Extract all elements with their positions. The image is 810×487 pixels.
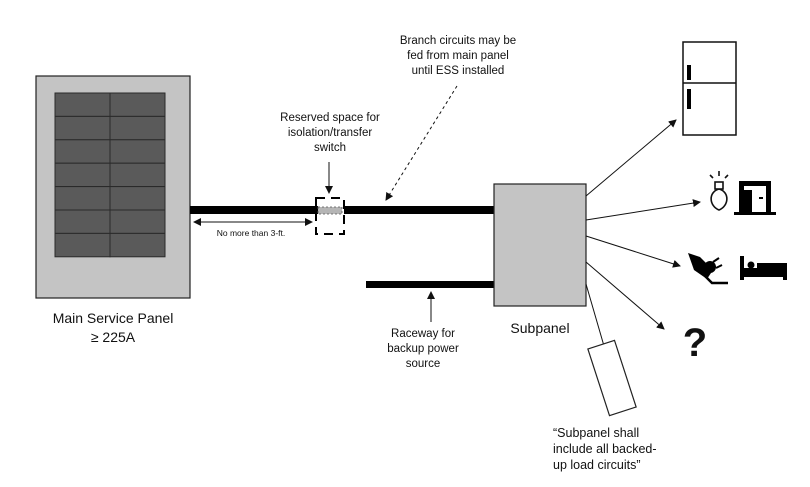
breaker-slot [109, 209, 166, 234]
feeder-wire-main [190, 206, 318, 214]
subpanel-box [493, 183, 587, 307]
breaker-slot [54, 92, 111, 117]
branch-line-unknown [585, 261, 665, 330]
reserved-space-label-line1: Reserved space for [280, 112, 380, 124]
raceway-wire [366, 281, 494, 288]
breaker-slot [109, 186, 166, 211]
distance-note: No more than 3-ft. [217, 228, 286, 238]
switch-fill [317, 206, 343, 215]
question-mark-icon: ? [683, 321, 707, 365]
raceway-label-line2: backup power [387, 343, 459, 355]
raceway-label-line1: Raceway for [391, 328, 455, 340]
switch-placeholder [315, 197, 345, 235]
subpanel-quote-line1: “Subpanel shall [553, 426, 639, 440]
subpanel-quote-line3: up load circuits” [553, 458, 641, 472]
branch-line-refrigerator [585, 119, 677, 197]
light-bulb-icon [709, 171, 729, 211]
subpanel-quote-line2: include all backed- [553, 442, 657, 456]
breaker-slot [109, 139, 166, 164]
reserved-space-label-line2: isolation/transfer [288, 127, 373, 139]
bed-icon [740, 256, 787, 280]
breaker-slot [54, 209, 111, 234]
branch-circuits-label-line3: until ESS installed [412, 65, 505, 77]
main-panel-label-line1: Main Service Panel [53, 310, 174, 326]
plug-icon [688, 253, 728, 285]
breaker-slot [109, 162, 166, 188]
breaker-slot [109, 92, 166, 117]
branch-circuits-label-line2: fed from main panel [407, 50, 509, 62]
breaker-slot [54, 162, 111, 188]
breaker-slot [109, 232, 166, 258]
door-icon [734, 181, 776, 215]
reserved-space-label-line3: switch [314, 142, 346, 154]
breaker-grid [54, 92, 166, 258]
branch-circuits-pointer [385, 85, 458, 201]
subpanel-label: Subpanel [510, 320, 569, 336]
refrigerator-icon [682, 41, 737, 136]
main-service-panel [35, 75, 191, 299]
subpanel-note-box [587, 339, 637, 417]
branch-circuits-label-line1: Branch circuits may be [400, 35, 516, 47]
main-panel-label-line2: ≥ 225A [91, 329, 136, 345]
breaker-slot [54, 232, 111, 258]
branch-line-outlets [585, 235, 681, 268]
raceway-label-line3: source [406, 358, 441, 370]
breaker-slot [54, 139, 111, 164]
feeder-wire-to-subpanel [344, 206, 494, 214]
breaker-slot [54, 186, 111, 211]
reserved-switch-space [315, 197, 345, 235]
branch-line-note [585, 283, 605, 347]
branch-line-lighting [585, 199, 701, 221]
breaker-slot [54, 115, 111, 141]
breaker-slot [109, 115, 166, 141]
